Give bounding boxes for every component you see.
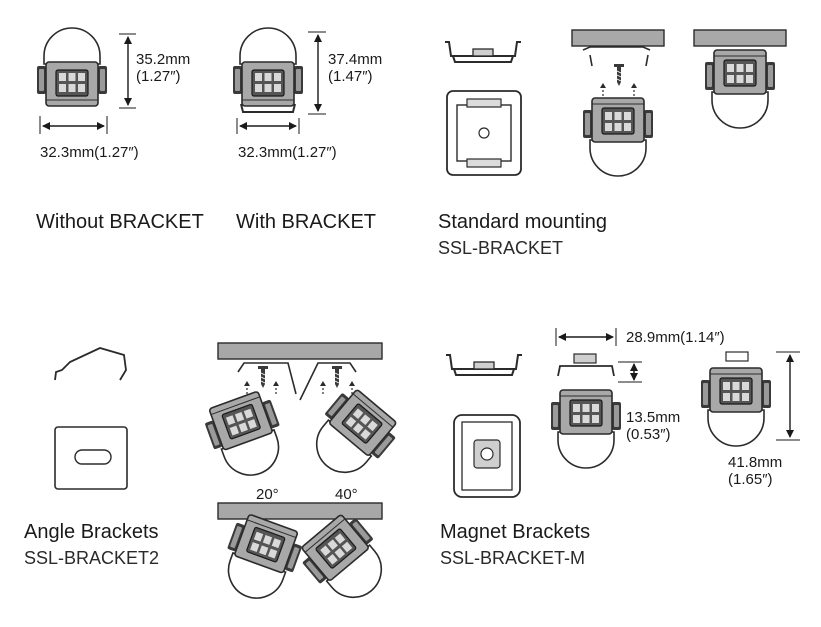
without-bracket-caption: Without BRACKET [36, 211, 204, 233]
without-bracket-figure [36, 27, 136, 134]
angle-20-label: 20° [256, 486, 279, 503]
magnet-brackets-figure [445, 328, 800, 498]
angle-brackets-model: SSL-BRACKET2 [24, 548, 160, 568]
without-bracket-height-mm: 35.2mm [136, 51, 191, 68]
without-bracket-width: 32.3mm(1.27″) [40, 144, 139, 161]
magnet-brackets-model: SSL-BRACKET-M [440, 548, 586, 568]
ceiling-plate [693, 29, 787, 47]
magnet-offset-in: (0.53″) [626, 426, 671, 443]
ceiling-plate [571, 29, 665, 47]
ceiling-plate [217, 342, 383, 360]
without-bracket-height-in: (1.27″) [136, 68, 181, 85]
magnet-brackets-caption: Magnet Brackets [440, 521, 591, 543]
magnet-width: 28.9mm(1.14″) [626, 329, 725, 346]
magnet-height-in: (1.65″) [728, 471, 773, 488]
with-bracket-height-mm: 37.4mm [328, 51, 383, 68]
with-bracket-width: 32.3mm(1.27″) [238, 144, 337, 161]
angle-brackets-figure [54, 342, 404, 613]
with-bracket-height-in: (1.47″) [328, 68, 373, 85]
magnet-height-mm: 41.8mm [728, 454, 783, 471]
with-bracket-figure [232, 27, 326, 134]
standard-mounting-caption: Standard mounting [438, 211, 608, 233]
standard-mounting-figure [444, 29, 787, 176]
with-bracket-caption: With BRACKET [236, 211, 377, 233]
standard-mounting-model: SSL-BRACKET [438, 238, 564, 258]
angle-40-label: 40° [335, 486, 358, 503]
ceiling-plate [217, 502, 383, 520]
magnet-offset-mm: 13.5mm [626, 409, 681, 426]
angle-brackets-caption: Angle Brackets [24, 521, 159, 543]
